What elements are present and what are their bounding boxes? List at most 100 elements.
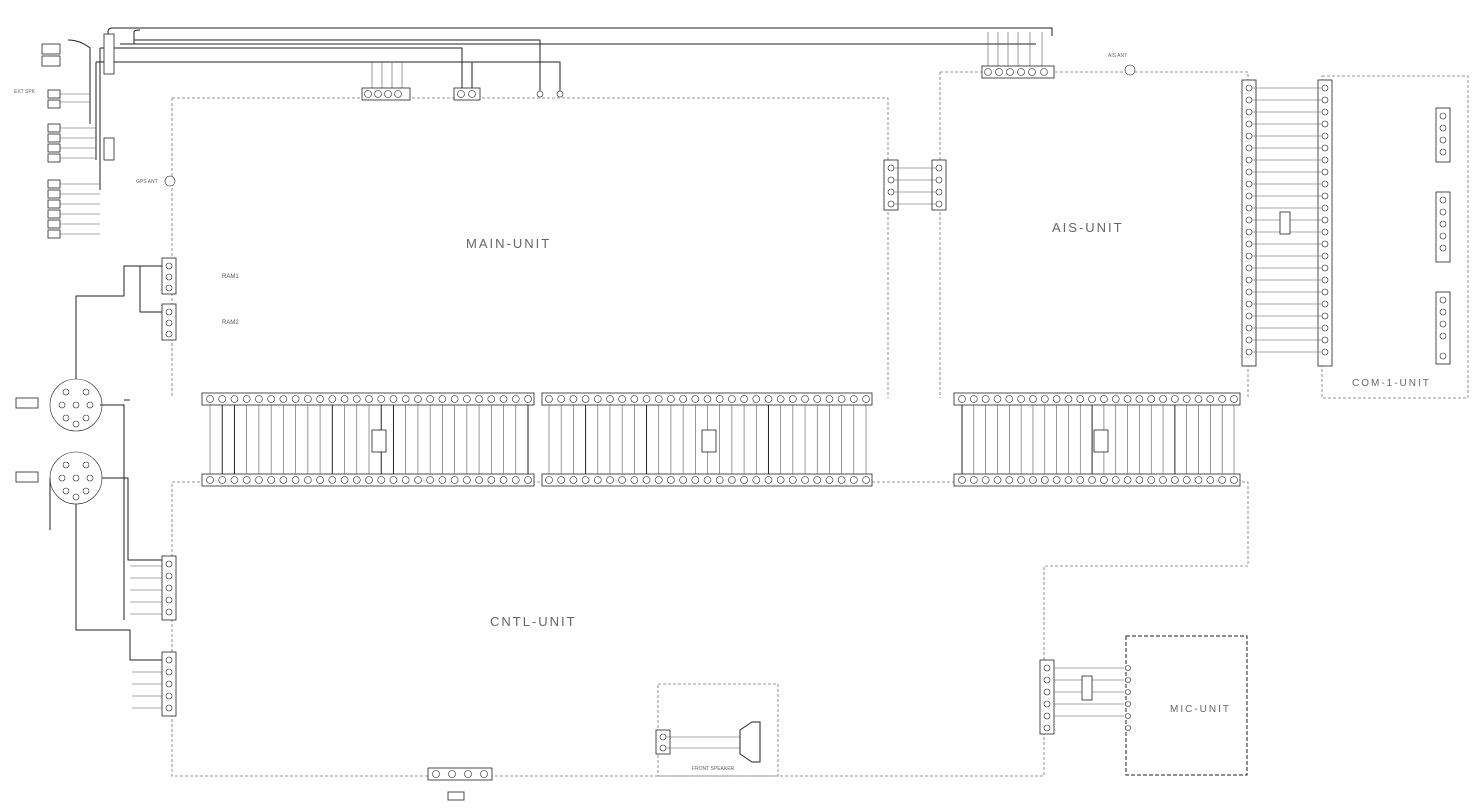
b2b-pin [740, 395, 748, 403]
b2b-pin [569, 476, 578, 484]
b2b-pin [958, 476, 966, 484]
b2b-pins [206, 395, 1238, 484]
b2b-pin [981, 476, 990, 484]
b2b-pin [511, 476, 520, 484]
b2b-pin [970, 476, 978, 484]
b2b-pin [606, 476, 614, 484]
b2b-pin [691, 395, 700, 403]
b2b-pin [1218, 476, 1226, 484]
top-wire-3 [133, 29, 541, 92]
b2b-pin [728, 395, 736, 403]
b2b-pin [813, 476, 822, 484]
b2b-pin [1159, 395, 1167, 403]
b2b-pin [850, 395, 858, 403]
b2b-pin [414, 476, 422, 484]
b2b-pin [1182, 395, 1191, 403]
b2b-pin [316, 395, 324, 403]
b2b-pin [1029, 476, 1037, 484]
b2b-pin [340, 395, 349, 403]
b2b-pin [654, 395, 663, 403]
b2b-pin [618, 476, 626, 484]
b2b-pin [1171, 476, 1179, 484]
b2b-pin [1100, 476, 1108, 484]
b2b-pin [679, 476, 687, 484]
main-top-connector-1 [361, 87, 411, 101]
b2b-pin [1111, 395, 1120, 403]
b2b-pin [267, 395, 275, 403]
b2b-pin [1194, 476, 1203, 484]
b2b-pin [1029, 395, 1037, 403]
b2b-pin [801, 395, 809, 403]
speaker-symbol [655, 721, 761, 763]
cntl-unit-boundary [171, 481, 1249, 777]
b2b-pin [630, 395, 639, 403]
b2b-pin [569, 395, 578, 403]
b2b-pin [279, 395, 288, 403]
b2b-pin [450, 476, 459, 484]
b2b-pin [593, 476, 602, 484]
b2b-pin [1111, 476, 1120, 484]
b2b-pin [328, 395, 337, 403]
b2b-pin [340, 476, 349, 484]
b2b-pin [1123, 395, 1132, 403]
b2b-pin [242, 395, 251, 403]
b2b-pin [545, 395, 553, 403]
b2b-pin [218, 476, 227, 484]
b2b-pin [752, 395, 761, 403]
ais-unit-boundary [939, 71, 1249, 398]
b2b-pin [813, 395, 822, 403]
b2b-pin [1159, 476, 1167, 484]
b2b-pin [1230, 476, 1238, 484]
mic-connector [1039, 659, 1131, 735]
b2b-pin [1135, 395, 1144, 403]
b2b-pin [414, 395, 422, 403]
b2b-pin [764, 395, 773, 403]
b2b-pin [703, 395, 712, 403]
b2b-pin [499, 395, 508, 403]
b2b-pin [1218, 395, 1226, 403]
ais-ant-symbol [1124, 64, 1136, 76]
b2b-pin [1147, 476, 1156, 484]
main-ais-link-connector [883, 159, 947, 211]
b2b-pin [679, 395, 687, 403]
din-wires [49, 265, 162, 661]
b2b-pin [499, 476, 508, 484]
harness-clamp-top [103, 33, 115, 75]
ais-ant-label: AIS ANT [1108, 53, 1127, 59]
b2b-pin [377, 395, 386, 403]
b2b-pin [1040, 476, 1049, 484]
b2b-pin [654, 476, 663, 484]
b2b-pin [1005, 476, 1014, 484]
b2b-pin [703, 476, 712, 484]
cable-clamp-middle [701, 429, 717, 453]
b2b-pin [958, 395, 966, 403]
top-wire-5 [96, 61, 561, 92]
left-harness-top [67, 32, 135, 190]
b2b-pin [970, 395, 978, 403]
b2b-pin [328, 476, 337, 484]
cntl-unit-label: CNTL-UNIT [490, 614, 577, 629]
b2b-pin [475, 395, 483, 403]
b2b-pin [255, 395, 263, 403]
b2b-pin [1088, 476, 1096, 484]
b2b-pin [557, 395, 565, 403]
b2b-pin [438, 395, 447, 403]
b2b-pin [511, 395, 520, 403]
din-thin-wires [130, 565, 162, 709]
b2b-pin [642, 476, 651, 484]
ais-top-connector [981, 65, 1055, 79]
b2b-pin [557, 476, 565, 484]
b2b-pin [1147, 395, 1156, 403]
b2b-pin [206, 395, 214, 403]
b2b-pin [304, 395, 312, 403]
b2b-pin [850, 476, 858, 484]
b2b-pin [487, 395, 496, 403]
gps-ant-label: GPS ANT [136, 179, 158, 185]
b2b-pin [1076, 395, 1085, 403]
b2b-pin [426, 476, 434, 484]
ais-com-connectors [1241, 79, 1333, 367]
b2b-pin [463, 476, 471, 484]
b2b-pin [377, 476, 386, 484]
ais-top-wires [987, 32, 1043, 66]
ext-spk-label: EXT SPK [14, 89, 36, 95]
